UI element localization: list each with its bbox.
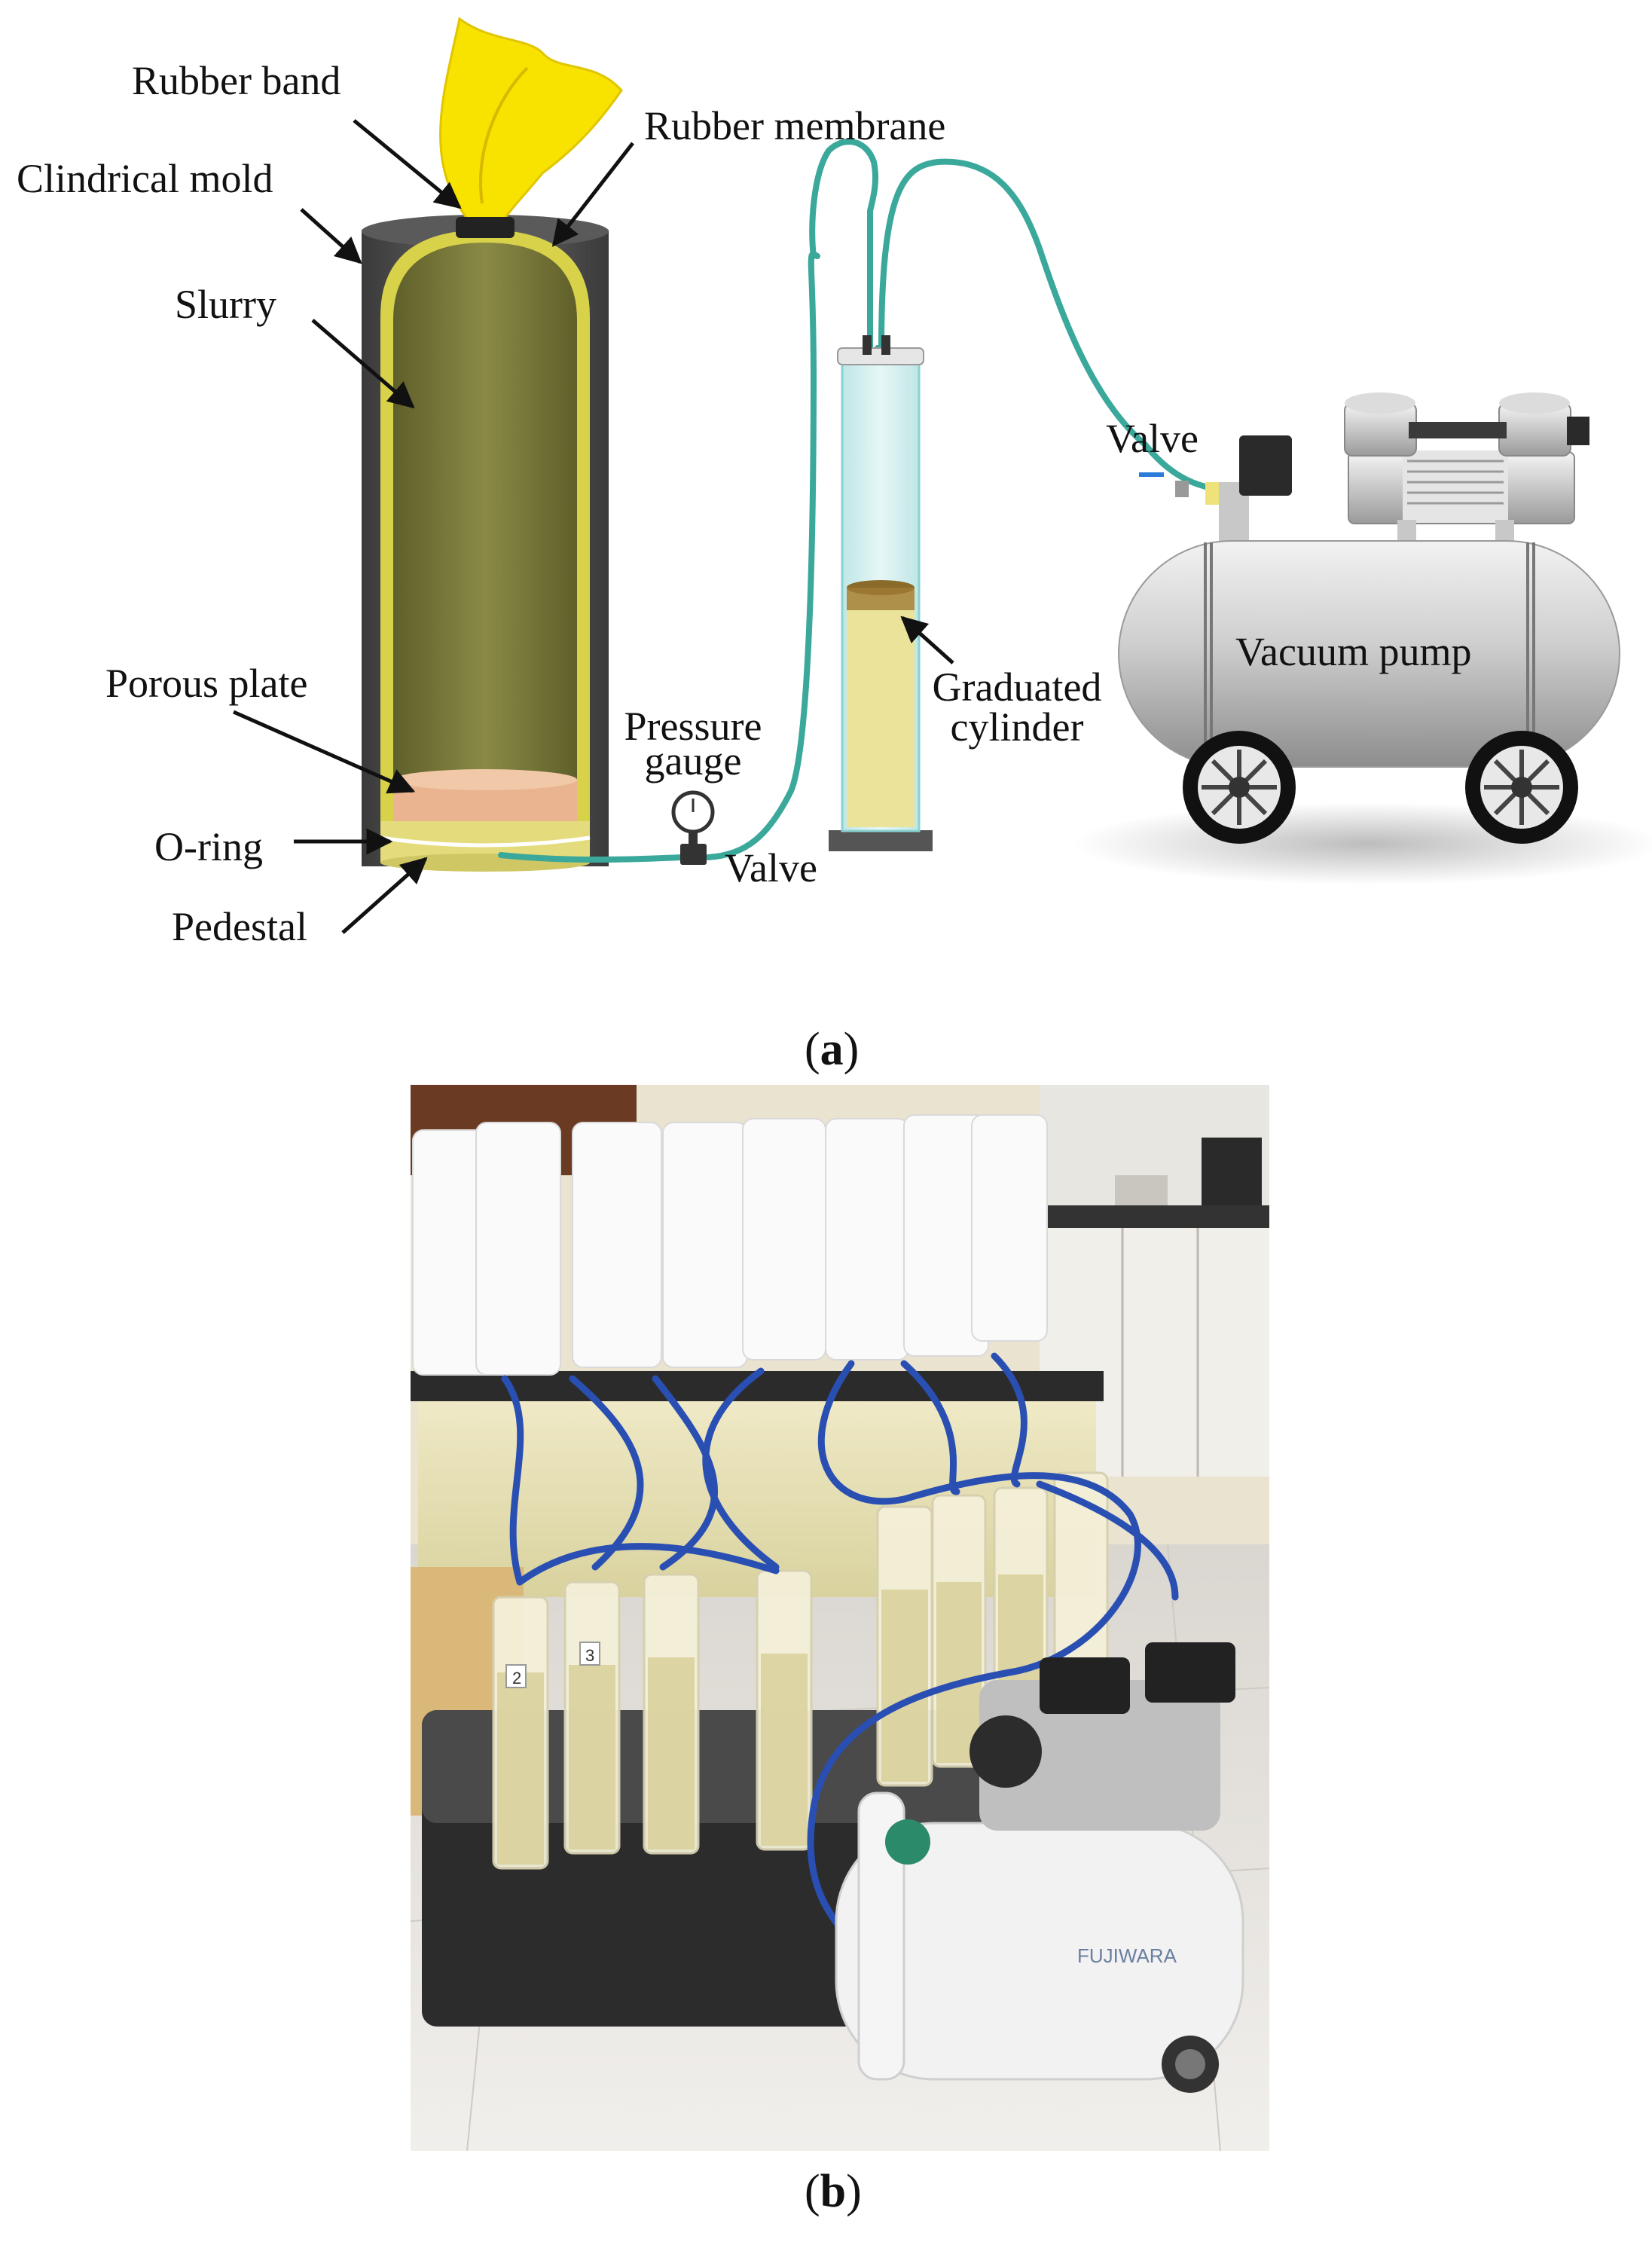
photo-vacuum-pump: FUJIWARA [835,1642,1244,2093]
rubber-band [439,17,623,238]
label-cylindrical-mold: Clindrical mold [17,156,273,201]
label-pressure-gauge-line2: gauge [644,738,742,783]
arrow-cylindrical-mold [300,208,362,264]
label-graduated-line2: cylinder [950,704,1084,750]
arrow-slurry [311,319,415,409]
panel-b-photo: FUJIWARA 2 3 [411,1085,1269,2151]
pump-brand-text: FUJIWARA [1077,1944,1177,1967]
panel-a-schematic [232,17,1652,934]
arrow-rubber-band [353,119,462,209]
label-pressure-gauge-line1: Pressure [624,704,762,749]
o-ring-line [380,835,591,848]
white-molds [412,1114,1048,1376]
label-vacuum-pump: Vacuum pump [1235,629,1472,674]
sticker-3-text: 3 [585,1646,594,1665]
graduated-cylinder [829,335,933,851]
label-slurry: Slurry [175,282,276,327]
arrow-porous-plate [232,710,416,794]
valve-top [1139,435,1292,550]
sticker-3 [579,1642,600,1666]
label-valve-bottom: Valve [725,845,817,890]
pedestal [380,821,591,872]
label-rubber-membrane: Rubber membrane [644,103,946,148]
rubber-membrane [380,230,590,863]
arrow-pedestal [341,857,428,934]
label-valve-top: Valve [1106,416,1199,461]
pump-wheel-left [1183,731,1296,844]
label-graduated-line1: Graduated [932,664,1102,710]
pump-wheel-right [1465,731,1578,844]
wall-switch [1115,1175,1168,1209]
cylinder-liquid [847,588,915,827]
caption-a: (a) [805,1024,860,1075]
photo-pressure-gauge [885,1819,930,1865]
label-porous-plate: Porous plate [105,661,308,706]
valve-bottom-body [680,844,707,865]
sticker-2 [505,1664,527,1688]
label-pedestal: Pedestal [172,904,307,949]
sticker-2-text: 2 [512,1669,521,1688]
callout-arrows [232,119,954,934]
label-o-ring: O-ring [154,824,263,869]
counter-top [1040,1205,1269,1228]
caption-b: (b) [805,2166,862,2217]
arrow-graduated-cylinder [900,615,954,664]
caption-b-letter: b [820,2166,847,2217]
arrow-rubber-membrane [551,142,634,247]
caption-a-letter: a [820,1024,844,1075]
label-rubber-band: Rubber band [132,58,341,103]
cylinder-liquid-levels [497,1575,1043,1865]
vacuum-pump [1118,392,1620,844]
pressure-gauge [671,790,715,865]
porous-plate [393,769,577,821]
slurry-body [393,243,577,851]
blue-hoses [501,1352,1179,1962]
